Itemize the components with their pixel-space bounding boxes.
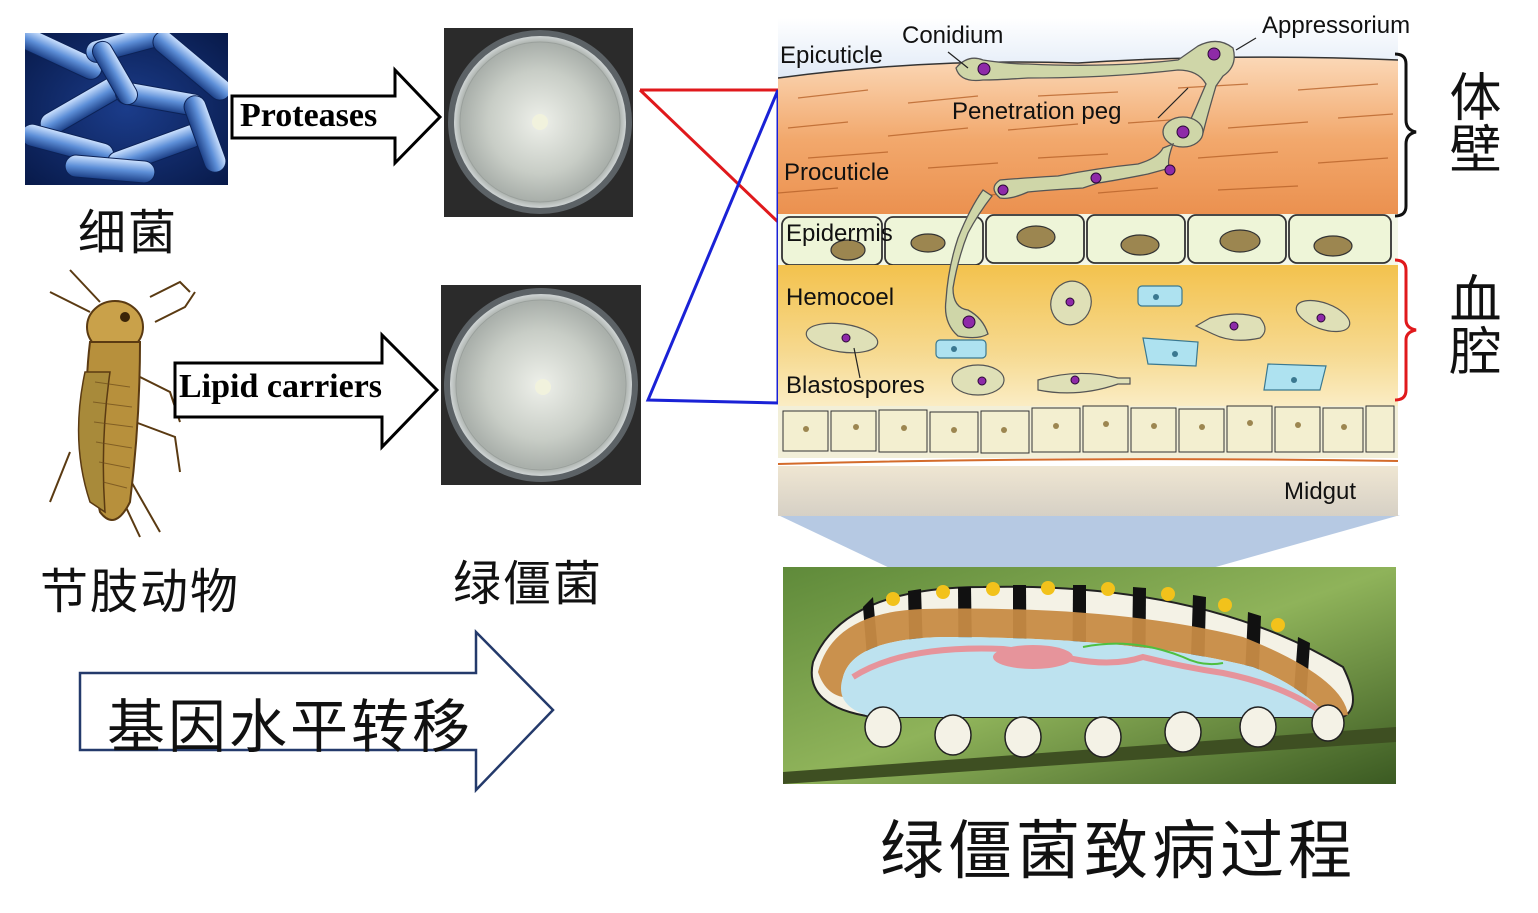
grasshopper-illustration — [30, 262, 200, 542]
fungus-label: 绿僵菌 — [453, 556, 604, 612]
body-wall-brackets — [1394, 52, 1417, 402]
caterpillar-photo — [783, 567, 1396, 784]
blastospores-label: Blastospores — [786, 372, 925, 399]
hgt-arrow — [78, 628, 555, 794]
proteases-label: Proteases — [240, 97, 378, 134]
conidium-label: Conidium — [902, 22, 1004, 49]
procuticle-label: Procuticle — [784, 159, 890, 186]
bacteria-label: 细菌 — [78, 205, 179, 261]
fungus-plate-top — [444, 28, 633, 217]
epicuticle-label: Epicuticle — [780, 42, 883, 69]
fungus-plate-bottom — [441, 285, 641, 485]
penetration-peg-label: Penetration peg — [952, 98, 1122, 125]
hgt-label: 基因水平转移 — [107, 693, 474, 761]
bacteria-photo — [25, 33, 228, 185]
red-connector — [638, 88, 780, 226]
blue-connector — [645, 89, 780, 405]
arthropod-label: 节肢动物 — [40, 564, 241, 620]
infection-diagram: Conidium Appressorium Epicuticle Penetra… — [777, 12, 1418, 518]
body-wall-label: 体壁 — [1440, 70, 1500, 174]
proteases-arrow — [230, 66, 443, 167]
midgut-label: Midgut — [1284, 478, 1357, 505]
epidermis-label: Epidermis — [786, 220, 893, 247]
appressorium-label: Appressorium — [1262, 12, 1411, 39]
lipid-carriers-label: Lipid carriers — [179, 368, 383, 405]
caption: 绿僵菌致病过程 — [880, 815, 1356, 889]
hemocoel-label: Hemocoel — [786, 284, 895, 311]
lipid-carriers-arrow — [173, 331, 440, 451]
hemocoel-cn-label: 血腔 — [1440, 272, 1500, 376]
